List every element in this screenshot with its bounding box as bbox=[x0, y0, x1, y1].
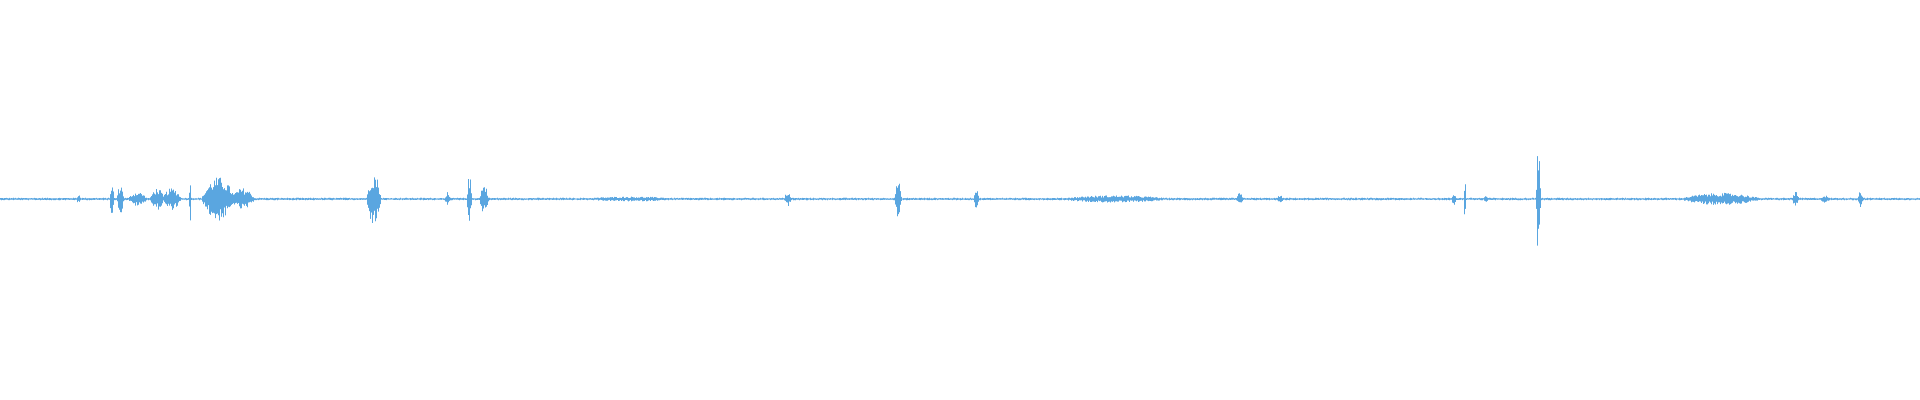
waveform-path bbox=[0, 156, 1920, 246]
